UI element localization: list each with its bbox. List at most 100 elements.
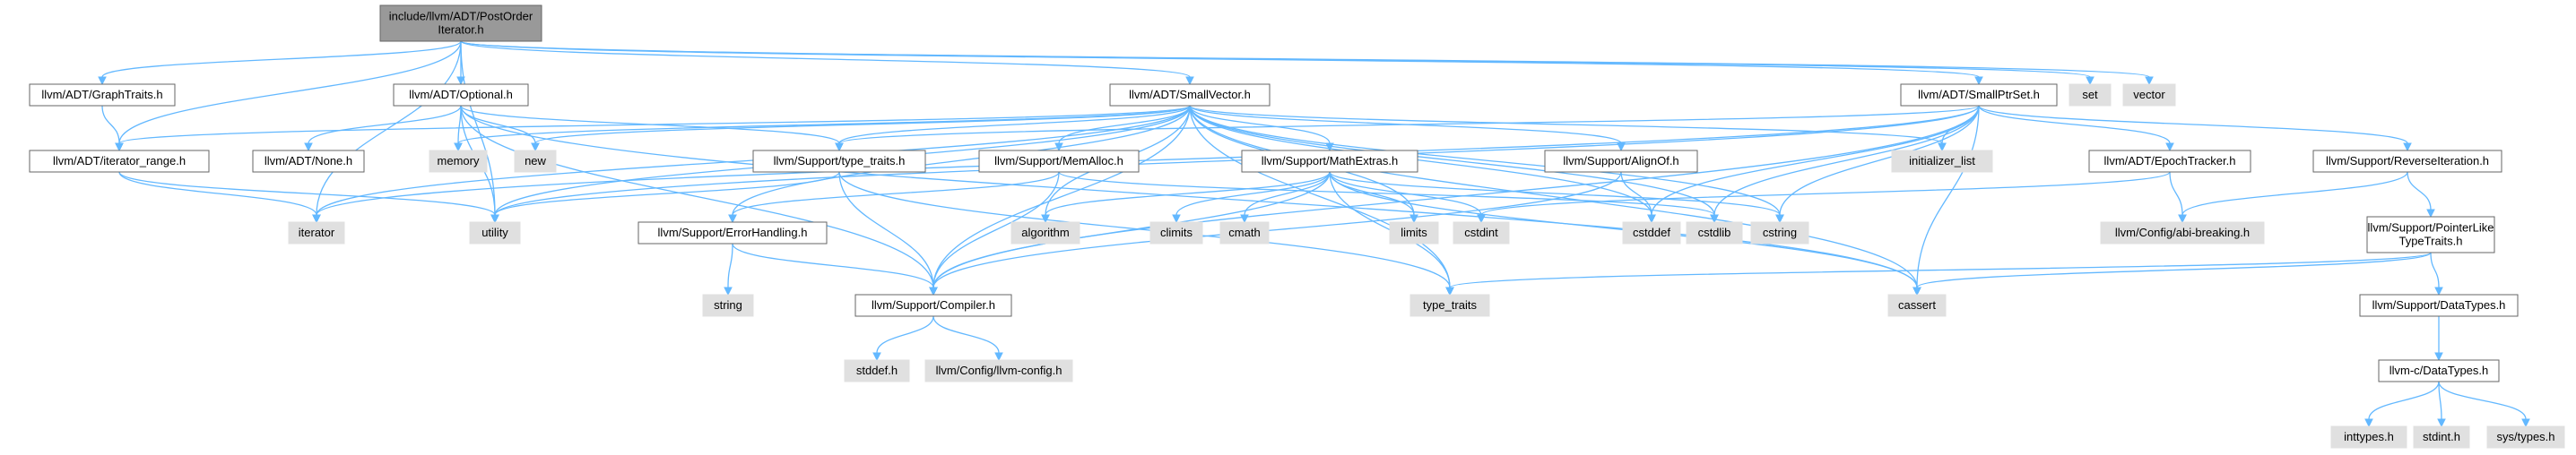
node-smallptrset[interactable]: llvm/ADT/SmallPtrSet.h	[1900, 83, 2058, 107]
node-errhandling[interactable]: llvm/Support/ErrorHandling.h	[637, 221, 828, 245]
node-climits: climits	[1149, 221, 1203, 245]
node-label: llvm/ADT/Optional.h	[409, 88, 513, 101]
node-label: llvm/ADT/SmallPtrSet.h	[1918, 88, 2040, 101]
node-box	[288, 221, 345, 245]
node-label: llvm/Support/MathExtras.h	[1262, 154, 1398, 167]
node-box	[1149, 221, 1203, 245]
node-label: llvm/Support/AlignOf.h	[1563, 154, 1678, 167]
node-epoch[interactable]: llvm/ADT/EpochTracker.h	[2088, 150, 2251, 173]
node-box	[2366, 216, 2495, 253]
edge-errhandling-to-compiler	[732, 243, 938, 296]
node-box	[1891, 150, 1993, 173]
node-box	[1622, 221, 1681, 245]
node-box	[29, 150, 210, 173]
node-box	[514, 150, 557, 173]
node-inttypes: inttypes.h	[2330, 425, 2407, 449]
node-label: string	[714, 298, 742, 312]
edge-compiler-to-stddef	[872, 315, 934, 362]
edge-cdatatypes-to-stdint	[2437, 381, 2446, 428]
node-mathextras[interactable]: llvm/Support/MathExtras.h	[1241, 150, 1418, 173]
node-memalloc[interactable]: llvm/Support/MemAlloc.h	[978, 150, 1140, 173]
node-box	[379, 4, 542, 42]
edge-mathextras-to-climits	[1172, 171, 1331, 224]
node-smallvector[interactable]: llvm/ADT/SmallVector.h	[1109, 83, 1271, 107]
node-box	[393, 83, 529, 107]
node-box	[2330, 425, 2407, 449]
edge-smallptrset-to-iterator	[312, 105, 1980, 224]
node-box	[2122, 83, 2176, 107]
node-box	[844, 359, 910, 382]
node-box	[1453, 221, 1510, 245]
node-none[interactable]: llvm/ADT/None.h	[252, 150, 365, 173]
node-llvmconfig: llvm/Config/llvm-config.h	[924, 359, 1073, 382]
node-label: llvm/Support/Compiler.h	[872, 298, 995, 312]
node-iterrange[interactable]: llvm/ADT/iterator_range.h	[29, 150, 210, 173]
node-label: llvm/Support/PointerLike	[2368, 221, 2494, 235]
edge-optional-to-typetraitsh	[460, 105, 844, 152]
node-reverseiter[interactable]: llvm/Support/ReverseIteration.h	[2312, 150, 2502, 173]
node-compiler[interactable]: llvm/Support/Compiler.h	[854, 294, 1012, 317]
edge-smallptrset-to-utility	[490, 105, 1980, 224]
edge-smallvector-to-iterrange	[115, 105, 1191, 152]
node-label: llvm/Support/ReverseIteration.h	[2326, 154, 2489, 167]
node-label: memory	[438, 154, 480, 167]
node-box	[252, 150, 365, 173]
node-alignof[interactable]: llvm/Support/AlignOf.h	[1544, 150, 1698, 173]
node-box	[2312, 150, 2502, 173]
edge-optional-to-none	[304, 105, 462, 152]
node-label: llvm/ADT/iterator_range.h	[53, 154, 186, 167]
node-box	[1389, 221, 1439, 245]
node-label: stdint.h	[2423, 430, 2460, 443]
node-label: algorithm	[1021, 226, 1069, 239]
edge-smallptrset-to-cstddef	[1647, 105, 1980, 224]
edge-pointerlike-to-type_traits	[1445, 252, 2432, 296]
node-box	[2359, 294, 2519, 317]
node-optional[interactable]: llvm/ADT/Optional.h	[393, 83, 529, 107]
node-label: cmath	[1228, 226, 1260, 239]
edge-cdatatypes-to-systypes	[2438, 381, 2530, 428]
node-box	[978, 150, 1140, 173]
node-systypes: sys/types.h	[2486, 425, 2565, 449]
edge-mathextras-to-algorithm	[1041, 171, 1331, 224]
node-graphtraits[interactable]: llvm/ADT/GraphTraits.h	[29, 83, 176, 107]
edge-smallptrset-to-initlist	[1938, 105, 1980, 152]
node-label: llvm/Config/abi-breaking.h	[2115, 226, 2250, 239]
node-box	[29, 83, 176, 107]
node-memory: memory	[429, 150, 488, 173]
edge-smallvector-to-new	[531, 105, 1191, 152]
node-box	[429, 150, 488, 173]
node-label: sys/types.h	[2496, 430, 2554, 443]
node-utility: utility	[469, 221, 521, 245]
edge-smallptrset-to-compiler	[929, 105, 1980, 296]
node-label: utility	[481, 226, 508, 239]
node-label: stddef.h	[856, 364, 898, 377]
node-label: iterator	[299, 226, 335, 239]
node-label: llvm/Support/DataTypes.h	[2372, 298, 2506, 312]
node-box	[1219, 221, 1270, 245]
node-label: llvm/Support/type_traits.h	[774, 154, 906, 167]
node-abibreaking: llvm/Config/abi-breaking.h	[2100, 221, 2265, 245]
node-box	[1887, 294, 1947, 317]
node-string: string	[702, 294, 754, 317]
node-label: set	[2082, 88, 2098, 101]
edge-smallvector-to-cassert	[1189, 105, 1921, 296]
node-box	[2100, 221, 2265, 245]
node-cassert: cassert	[1887, 294, 1947, 317]
node-box	[1544, 150, 1698, 173]
node-initlist: initializer_list	[1891, 150, 1993, 173]
node-cdatatypes[interactable]: llvm-c/DataTypes.h	[2378, 359, 2500, 382]
edge-root-to-graphtraits	[98, 40, 462, 86]
node-label: llvm/Config/llvm-config.h	[936, 364, 1062, 377]
node-typetraitsh[interactable]: llvm/Support/type_traits.h	[752, 150, 926, 173]
node-datatypes[interactable]: llvm/Support/DataTypes.h	[2359, 294, 2519, 317]
node-box	[2088, 150, 2251, 173]
node-stdint: stdint.h	[2413, 425, 2470, 449]
node-label: llvm/ADT/GraphTraits.h	[41, 88, 162, 101]
edge-pointerlike-to-datatypes	[2430, 252, 2443, 296]
node-box	[702, 294, 754, 317]
node-cmath: cmath	[1219, 221, 1270, 245]
node-label: cstddef	[1633, 226, 1670, 239]
